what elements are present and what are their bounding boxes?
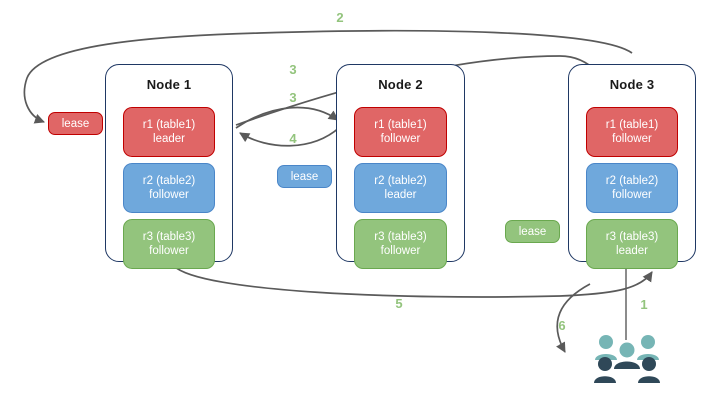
- replica-role: follower: [612, 133, 652, 145]
- replica-r3[interactable]: r3 (table3) follower: [354, 219, 447, 269]
- replica-role: follower: [380, 133, 421, 145]
- node-title: Node 1: [146, 77, 192, 92]
- replica-name: r3 (table3): [605, 231, 659, 243]
- edge-step-4: [239, 126, 341, 147]
- replica-r1[interactable]: r1 (table1) follower: [354, 107, 447, 157]
- step-label-2: 2: [336, 10, 344, 25]
- node-title: Node 2: [378, 77, 423, 92]
- lease-label: lease: [61, 117, 90, 130]
- replica-r2[interactable]: r2 (table2) leader: [354, 163, 447, 213]
- lease-badge-green[interactable]: lease: [505, 220, 560, 243]
- replica-r1[interactable]: r1 (table1) follower: [586, 107, 678, 157]
- replica-name: r1 (table1): [374, 119, 427, 131]
- lease-label: lease: [518, 225, 547, 238]
- replica-name: r1 (table1): [605, 119, 659, 131]
- step-label-3b: 3: [289, 90, 297, 105]
- replica-name: r3 (table3): [374, 231, 427, 243]
- replica-role: follower: [149, 189, 189, 201]
- lease-badge-blue[interactable]: lease: [277, 165, 332, 188]
- lease-badge-red[interactable]: lease: [48, 112, 103, 135]
- lease-label: lease: [290, 170, 319, 183]
- node-box-3[interactable]: Node 3 r1 (table1) follower r2 (table2) …: [568, 64, 696, 269]
- node-box-2[interactable]: Node 2 r1 (table1) follower r2 (table2) …: [336, 64, 465, 269]
- replica-name: r2 (table2): [605, 175, 659, 187]
- step-label-3a: 3: [289, 62, 297, 77]
- edge-step-2: [23, 29, 633, 124]
- node-box-1[interactable]: Node 1 r1 (table1) leader r2 (table2) fo…: [105, 64, 233, 269]
- replica-role: leader: [153, 133, 185, 145]
- replica-r1[interactable]: r1 (table1) leader: [123, 107, 215, 157]
- edge-step-3-to-node2: [235, 106, 339, 129]
- replica-name: r1 (table1): [142, 119, 196, 131]
- people-group-icon: [594, 335, 660, 383]
- replica-r2[interactable]: r2 (table2) follower: [586, 163, 678, 213]
- replica-role: leader: [384, 189, 417, 201]
- step-label-6: 6: [558, 318, 566, 333]
- edge-step-5: [173, 265, 653, 298]
- replica-role: follower: [380, 245, 421, 257]
- step-label-4: 4: [289, 131, 297, 146]
- step-label-5: 5: [395, 296, 403, 311]
- node-title: Node 3: [609, 77, 655, 92]
- replica-name: r2 (table2): [374, 175, 427, 187]
- replica-r2[interactable]: r2 (table2) follower: [123, 163, 215, 213]
- replica-r3[interactable]: r3 (table3) follower: [123, 219, 215, 269]
- replica-role: follower: [612, 189, 652, 201]
- replica-r3[interactable]: r3 (table3) leader: [586, 219, 678, 269]
- step-label-1: 1: [640, 297, 648, 312]
- replica-name: r3 (table3): [142, 231, 196, 243]
- replica-role: leader: [616, 245, 648, 257]
- replica-role: follower: [149, 245, 189, 257]
- edge-step-6: [556, 283, 591, 353]
- replica-name: r2 (table2): [142, 175, 196, 187]
